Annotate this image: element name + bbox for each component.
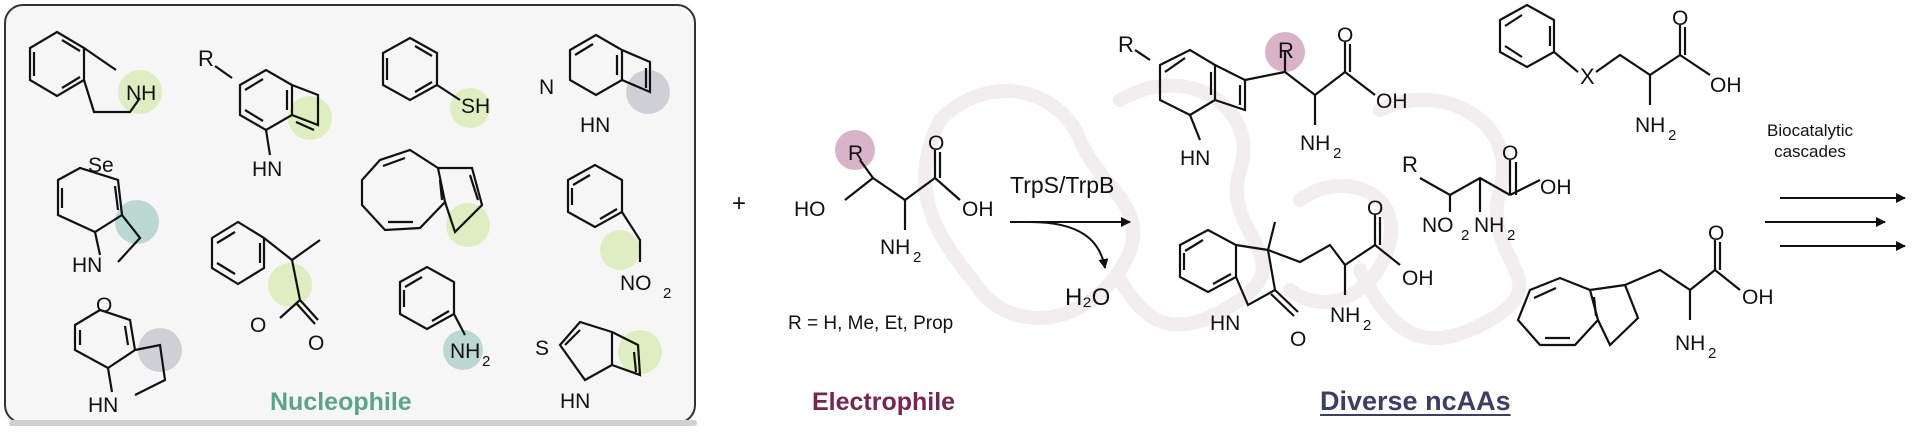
- highlight-indole-c3: [288, 96, 332, 140]
- atom-O-ring: O: [250, 314, 266, 337]
- atom-HN: HN: [252, 158, 282, 181]
- subscript-2-amine-product3: 2: [1507, 227, 1515, 244]
- product-oxindole-amino-acid: HN O O OH NH 2: [1178, 197, 1434, 351]
- cascade-label-line2: cascades: [1774, 142, 1846, 162]
- atom-O-product3: O: [1502, 142, 1518, 165]
- product-beta-substituted-trp: R R HN O OH NH 2: [1118, 24, 1408, 170]
- selenophene-pyrrole-structure: Se HN: [56, 154, 159, 277]
- highlight-electrophile-R: [835, 130, 875, 170]
- nitroalkyl-benzene-structure: NO 2: [566, 163, 671, 302]
- plus-sign: +: [732, 190, 747, 217]
- cascade-label-line1: Biocatalytic: [1767, 121, 1853, 140]
- subscript-2-product4: 2: [1363, 317, 1371, 334]
- product-aryl-X-amino-acid: X O OH NH 2: [1498, 3, 1742, 144]
- atom-OH-product1: OH: [1376, 90, 1408, 113]
- subscript-2-product1: 2: [1333, 145, 1341, 162]
- atom-R-product3: R: [1402, 152, 1418, 177]
- furopyrrole-structure: O HN: [73, 294, 182, 417]
- atom-O-product5: O: [1708, 222, 1724, 245]
- electrophile-structure: R HO O OH NH 2: [794, 130, 994, 266]
- product-azulenyl-alanine: O OH NH 2: [1516, 222, 1774, 362]
- atom-NH-product5: NH: [1675, 332, 1705, 355]
- substituted-indole-structure: R HN: [198, 46, 332, 181]
- atom-OH-product2: OH: [1710, 74, 1742, 97]
- nucleophile-title: Nucleophile: [270, 388, 412, 416]
- atom-NH-product3: NH: [1474, 214, 1504, 237]
- atom-OH-product3: OH: [1540, 176, 1572, 199]
- nucleophile-panel-shadow: [9, 420, 697, 426]
- highlight-azulene: [446, 203, 490, 247]
- atom-NH-amine: NH: [880, 236, 910, 259]
- highlight-thiol: [450, 88, 490, 128]
- atom-NH-product1: NH: [1300, 132, 1330, 155]
- highlight-indoline: [118, 70, 162, 114]
- subscript-2-nitro-product3: 2: [1461, 227, 1469, 244]
- atom-S: S: [535, 337, 549, 360]
- atom-NH-product4: NH: [1330, 304, 1360, 327]
- atom-O-carbonyl: O: [308, 332, 324, 355]
- atom-HN-3: HN: [72, 254, 102, 277]
- atom-OH-product4: OH: [1402, 267, 1434, 290]
- reaction-arrow: [1010, 217, 1131, 269]
- atom-R-product-beta: R: [1278, 38, 1294, 63]
- nucleophile-panel: [4, 4, 696, 424]
- highlight-selenophene: [115, 200, 159, 244]
- thienopyrrole-structure: S HN: [535, 320, 662, 413]
- cascade-label: Biocatalytic cascades: [1767, 120, 1853, 163]
- enzyme-label: TrpS/TrpB: [1010, 172, 1115, 198]
- atom-N: N: [539, 76, 554, 99]
- atom-O-furan: O: [96, 294, 112, 317]
- subscript-2-aniline: 2: [482, 353, 490, 370]
- atom-O-product2: O: [1672, 7, 1688, 30]
- atom-O-product1: O: [1337, 24, 1353, 47]
- azulene-structure: [360, 148, 490, 247]
- atom-OH-product5: OH: [1742, 286, 1774, 309]
- atom-OH-acid: OH: [962, 198, 994, 221]
- atom-SH: SH: [461, 95, 490, 118]
- products-title: Diverse ncAAs: [1320, 386, 1511, 416]
- highlight-benzofuranone: [268, 263, 312, 307]
- atom-HN-4: HN: [88, 394, 118, 417]
- atom-O-lactam: O: [1290, 328, 1306, 351]
- byproduct-label: H₂O: [1065, 284, 1111, 311]
- aniline-structure: NH 2: [398, 265, 490, 370]
- atom-NH: NH: [126, 82, 156, 105]
- atom-O-product4: O: [1367, 197, 1383, 220]
- product-nitro-amino-acid: R O OH NO 2 NH 2: [1402, 142, 1572, 244]
- subscript-2-product5: 2: [1708, 345, 1716, 362]
- electrophile-title: Electrophile: [812, 388, 956, 416]
- cascade-arrows: [1765, 193, 1906, 251]
- enzyme-watermark: [918, 78, 1527, 346]
- highlight-aniline: [443, 330, 483, 370]
- atom-Se: Se: [88, 154, 114, 177]
- atom-NO-nitro: NO: [620, 272, 652, 295]
- r-definition: R = H, Me, Et, Prop: [788, 313, 954, 334]
- highlight-nitroalkyl: [600, 230, 640, 270]
- atom-NH-product2: NH: [1635, 114, 1665, 137]
- indoline-structure: NH: [28, 30, 162, 114]
- thiophenol-structure: SH: [381, 36, 490, 128]
- atom-X: X: [1580, 64, 1595, 89]
- atom-HO: HO: [794, 198, 826, 221]
- azaindole-structure: N HN: [539, 33, 670, 137]
- atom-NO-product3: NO: [1422, 214, 1454, 237]
- atom-R-electrophile: R: [848, 142, 863, 165]
- atom-HN-5: HN: [560, 390, 590, 413]
- atom-NH-aniline: NH: [450, 340, 480, 363]
- atom-HN-product4: HN: [1210, 312, 1240, 335]
- subscript-2-nitro: 2: [663, 285, 671, 302]
- atom-R-product-ring: R: [1118, 32, 1134, 57]
- atom-HN-2: HN: [580, 114, 610, 137]
- benzofuranone-structure: O O: [210, 220, 324, 355]
- atom-HN-product1: HN: [1180, 147, 1210, 170]
- atom-O-acid: O: [928, 132, 944, 155]
- subscript-2-amine: 2: [913, 249, 921, 266]
- atom-R: R: [198, 46, 214, 71]
- subscript-2-product2: 2: [1668, 127, 1676, 144]
